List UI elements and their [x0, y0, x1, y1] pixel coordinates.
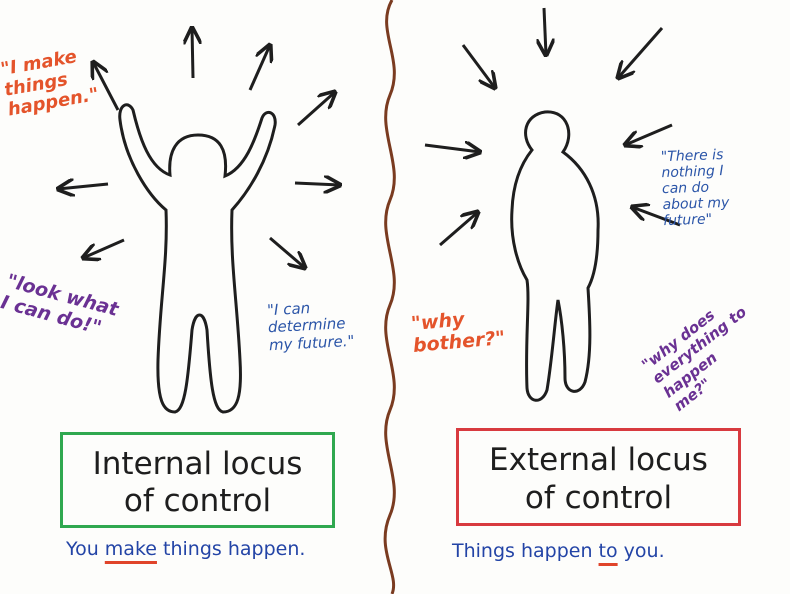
external-caption-emphasis: to	[598, 540, 618, 562]
internal-caption-emphasis: make	[104, 538, 157, 560]
internal-locus-box: Internal locus of control	[60, 432, 335, 528]
external-locus-line2: of control	[524, 480, 673, 516]
internal-caption-after: things happen.	[156, 538, 306, 560]
external-caption: Things happen to you.	[452, 540, 665, 562]
outward-arrows	[58, 28, 340, 268]
quote-why-bother: "why bother?"	[410, 308, 507, 357]
inward-arrows	[424, 7, 681, 247]
external-locus-box: External locus of control	[456, 428, 741, 526]
internal-locus-line2: of control	[123, 483, 272, 519]
external-caption-after: you.	[617, 540, 665, 562]
internal-caption-before: You	[66, 538, 105, 560]
external-figure	[510, 110, 600, 402]
internal-locus-line1: Internal locus	[92, 446, 303, 482]
wavy-divider	[383, 0, 396, 594]
external-caption-before: Things happen	[452, 540, 599, 562]
internal-caption: You make things happen.	[66, 538, 305, 560]
quote-i-can-determine-my-future: "I can determine my future."	[266, 299, 355, 354]
external-locus-line1: External locus	[489, 442, 708, 478]
quote-nothing-i-can-do: "There is nothing I can do about my futu…	[660, 147, 730, 230]
internal-figure	[118, 103, 277, 414]
